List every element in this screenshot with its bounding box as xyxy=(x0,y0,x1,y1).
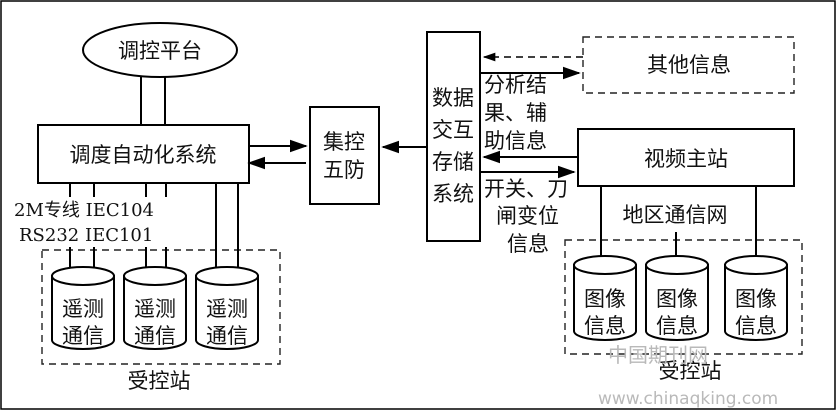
automation-system-label: 调度自动化系统 xyxy=(70,143,217,167)
telemetry-unit-3-line1: 遥测 xyxy=(206,297,248,321)
controlled-station-right-label: 受控站 xyxy=(659,359,722,383)
centralized-control-line2: 五防 xyxy=(323,158,365,182)
switch-info-label-line1: 开关、刀 xyxy=(484,177,568,201)
telemetry-unit-2-line2: 通信 xyxy=(134,324,176,348)
analysis-label-line2: 果、辅 xyxy=(484,101,547,125)
regional-network-label: 地区通信网 xyxy=(623,203,728,227)
dispatch-platform-node xyxy=(82,22,238,78)
telemetry-unit-2-line1: 遥测 xyxy=(134,297,176,321)
other-info-label: 其他信息 xyxy=(647,53,731,77)
video-master-label: 视频主站 xyxy=(644,147,728,171)
telemetry-unit-1-line1: 遥测 xyxy=(62,297,104,321)
protocol-label-mask xyxy=(10,197,182,247)
image-unit-2-line2: 信息 xyxy=(656,314,698,338)
image-unit-3-line1: 图像 xyxy=(735,287,777,311)
data-storage-line1: 数据 xyxy=(432,86,474,110)
watermark-cn: 中国期刊网 xyxy=(608,343,708,367)
watermark-url: www.chinaqking.com xyxy=(598,389,778,409)
centralized-control-line1: 集控 xyxy=(323,130,365,154)
data-storage-node xyxy=(426,31,481,242)
image-unit-3-line2: 信息 xyxy=(735,314,777,338)
image-unit-2-line1: 图像 xyxy=(656,287,698,311)
analysis-label-line3: 助信息 xyxy=(484,129,547,153)
switch-info-label-line3: 信息 xyxy=(507,232,549,256)
protocol-label-line2-top: RS232 IEC101 xyxy=(19,225,153,246)
image-links xyxy=(600,186,757,258)
controlled-station-right-group xyxy=(564,239,803,355)
centralized-control-node xyxy=(309,106,380,205)
protocol-label-line1-top: 2M专线 IEC104 xyxy=(14,200,154,221)
image-unit-2: 图像 信息 xyxy=(645,255,709,341)
telemetry-unit-3: 遥测 通信 xyxy=(195,266,259,350)
automation-system-node xyxy=(37,124,250,184)
telemetry-unit-2: 遥测 通信 xyxy=(123,266,187,350)
image-unit-3: 图像 信息 xyxy=(724,255,788,341)
other-info-node xyxy=(582,36,795,94)
telemetry-unit-1-line2: 通信 xyxy=(62,324,104,348)
data-storage-line4: 系统 xyxy=(432,182,474,206)
controlled-station-left-label: 受控站 xyxy=(128,369,191,393)
telemetry-unit-1: 遥测 通信 xyxy=(51,266,115,350)
image-unit-1: 图像 信息 xyxy=(573,255,637,341)
dispatch-platform-label: 调控平台 xyxy=(118,39,202,63)
switch-info-label-line2: 闸变位 xyxy=(496,204,559,228)
image-unit-1-line1: 图像 xyxy=(584,287,626,311)
analysis-label-line1: 分析结 xyxy=(484,73,547,97)
telemetry-unit-3-line2: 通信 xyxy=(206,324,248,348)
data-storage-line2: 交互 xyxy=(432,118,474,142)
controlled-station-left-group xyxy=(41,249,281,365)
image-unit-1-line2: 信息 xyxy=(584,314,626,338)
data-storage-line3: 存储 xyxy=(432,150,474,174)
